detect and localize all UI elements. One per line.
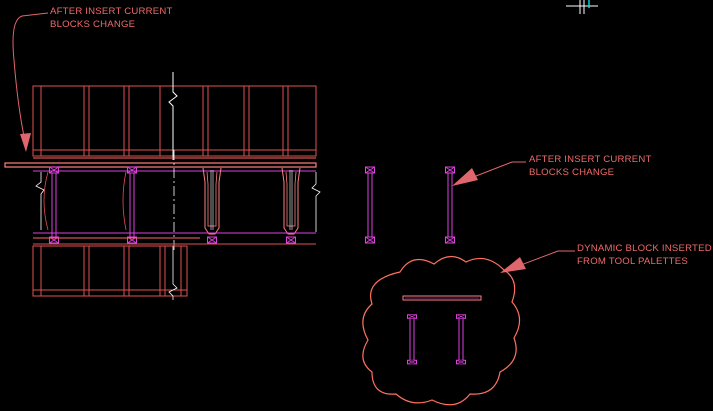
note-middle-right-line2: BLOCKS CHANGE [529, 167, 614, 178]
note-dynamic-block-line1: DYNAMIC BLOCK INSERTED [577, 243, 712, 254]
leader-top-left[interactable] [12, 12, 49, 152]
ucs-icon[interactable] [566, 0, 598, 14]
column-block-4[interactable] [281, 167, 301, 244]
note-top-left-line1: AFTER INSERT CURRENT [50, 6, 173, 17]
post-block-1[interactable] [49, 166, 59, 244]
post-block-6[interactable] [445, 166, 455, 244]
break-line-upper [168, 72, 178, 160]
revision-cloud[interactable] [362, 255, 521, 406]
break-mark-right [311, 172, 321, 232]
note-dynamic-block[interactable]: DYNAMIC BLOCK INSERTED FROM TOOL PALETTE… [577, 243, 712, 267]
post-block-2[interactable] [127, 166, 137, 244]
leader-middle-right[interactable] [452, 161, 526, 186]
note-top-left-line2: BLOCKS CHANGE [50, 19, 135, 30]
note-middle-right-line1: AFTER INSERT CURRENT [529, 154, 652, 165]
upper-wall [32, 85, 317, 157]
lower-wall [32, 245, 188, 297]
note-middle-right[interactable]: AFTER INSERT CURRENT BLOCKS CHANGE [529, 154, 652, 178]
dynamic-block[interactable] [402, 295, 482, 365]
column-block-3[interactable] [202, 167, 222, 244]
main-beam[interactable] [4, 157, 317, 172]
break-line-lower [168, 246, 178, 300]
lower-beam[interactable] [33, 232, 316, 245]
break-mark-left [35, 172, 45, 230]
leader-dynamic-block[interactable] [500, 250, 575, 273]
post-block-5[interactable] [365, 166, 375, 244]
note-top-left[interactable]: AFTER INSERT CURRENT BLOCKS CHANGE [50, 6, 173, 30]
note-dynamic-block-line2: FROM TOOL PALETTES [577, 256, 688, 267]
plan-main[interactable] [4, 72, 321, 300]
